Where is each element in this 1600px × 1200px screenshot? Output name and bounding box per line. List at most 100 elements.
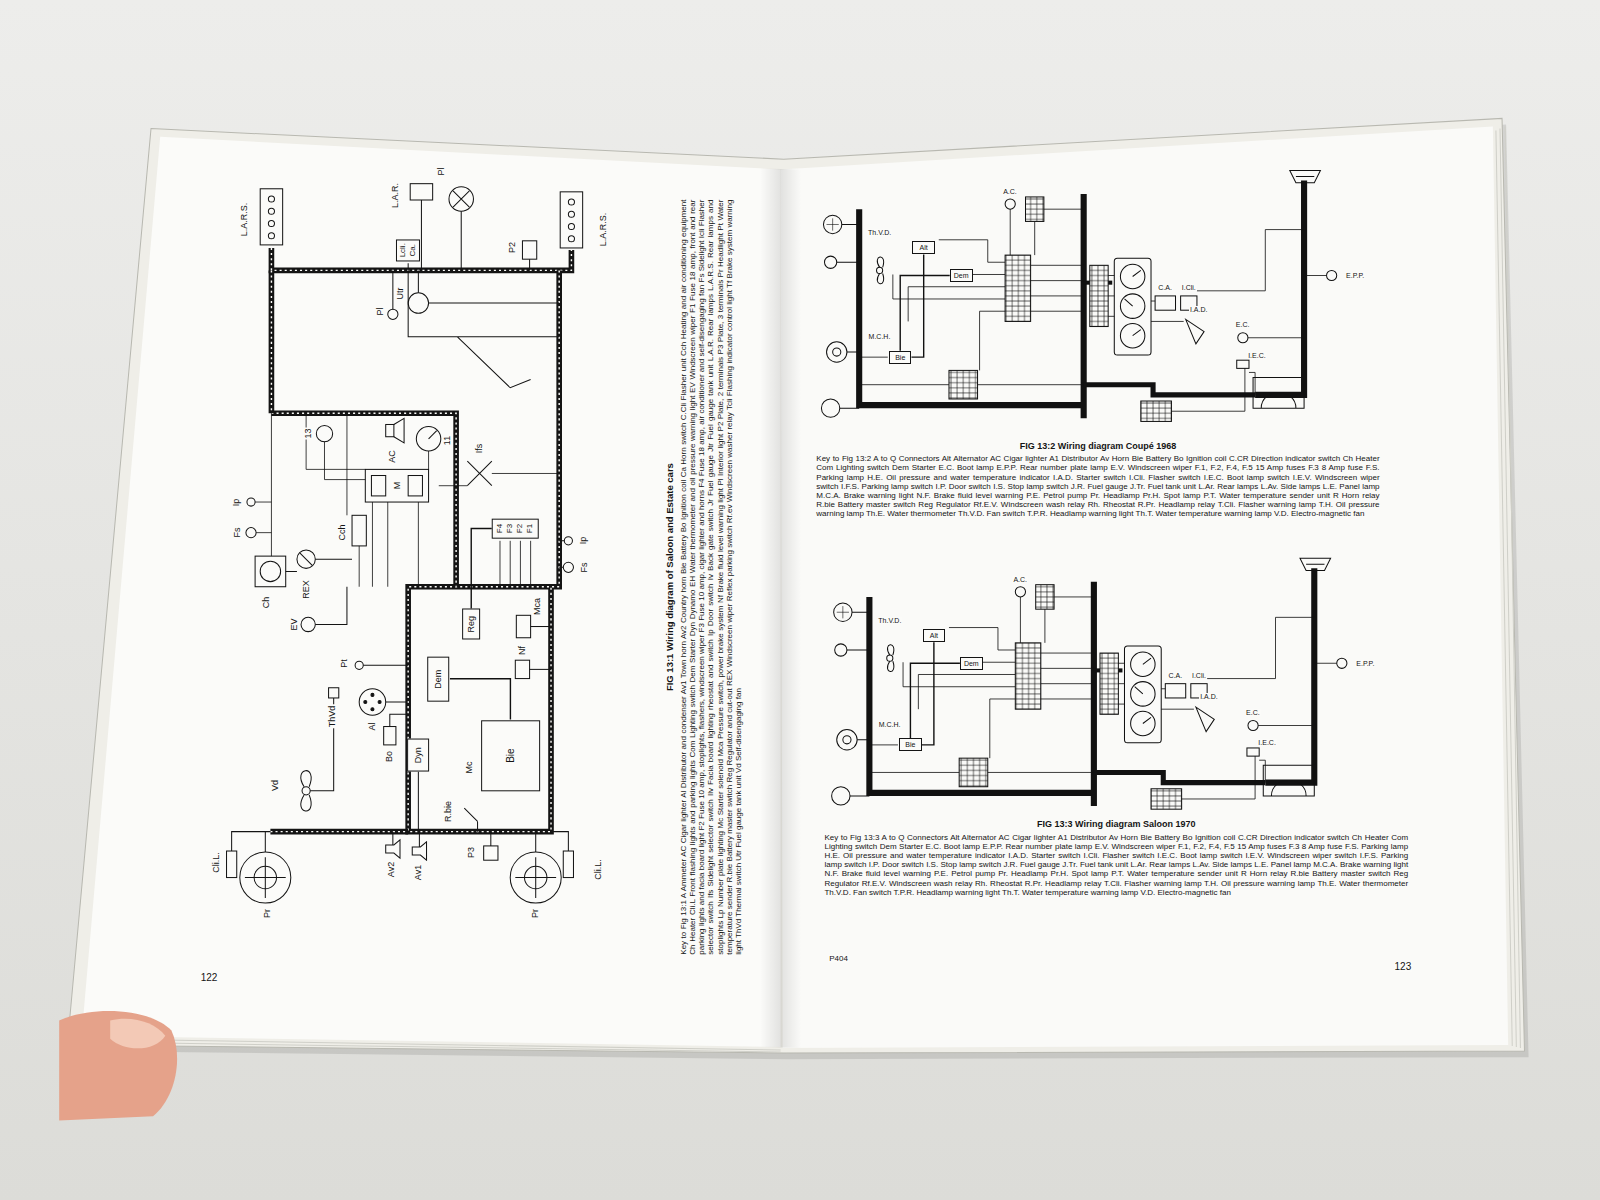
wiring-diagram-13-1	[410, 184, 432, 200]
part-label: Pl	[375, 306, 384, 316]
wiring-diagram-13-1	[516, 615, 530, 637]
part-label: L.A.R.S.	[599, 212, 608, 248]
wiring-diagram-13-1	[301, 617, 315, 631]
figure-key: Key to Fig 13:1 A Ammeter AC Cigar light…	[679, 199, 743, 954]
wiring-diagram-13-1	[416, 427, 440, 451]
wiring-diagram-13-1	[246, 528, 256, 538]
part-label: Mc	[465, 760, 474, 774]
figure-key: Key to Fig 13:2 A to Q Connectors Alt Al…	[816, 454, 1379, 518]
part-label: Cch	[337, 524, 346, 542]
wiring-diagram-13-1	[247, 498, 255, 506]
wiring-diagram-13-1	[269, 270, 275, 413]
part-label: Av1	[414, 864, 423, 881]
part-label: M	[393, 481, 402, 491]
wiring-diagram-13-1	[564, 537, 572, 545]
wiring-diagram-13-1	[355, 661, 363, 669]
part-label: R.bie	[444, 800, 453, 823]
wiring-diagram-13-1	[560, 192, 582, 248]
node-label: Alt	[920, 244, 928, 251]
wiring-diagram-13-1	[227, 851, 237, 878]
dynamo-box: Dyn	[407, 739, 429, 772]
part-label: Al	[368, 722, 377, 732]
wire	[911, 254, 923, 357]
wiring-diagram-13-1	[386, 702, 408, 726]
node-label: Bie	[505, 748, 515, 762]
node-label: Bie	[905, 741, 915, 748]
node-label: Ca.	[409, 244, 417, 256]
part-label: Pl	[436, 166, 445, 176]
caption-block: FIG 13:1 Wiring diagram of Saloon and Es…	[665, 199, 743, 954]
wiring-diagram-13-1	[270, 831, 408, 832]
node-label: F4	[497, 524, 505, 533]
regulator-box: Reg	[462, 609, 480, 640]
wiring-diagram-13-1	[232, 832, 569, 851]
part-label: ThVd	[328, 705, 337, 729]
part-label: 13	[304, 428, 313, 440]
part-label: Bo	[385, 750, 394, 763]
wiring-diagram-13-1	[388, 309, 398, 319]
part-label: M.C.H.	[868, 333, 892, 340]
part-label: REX	[301, 580, 310, 601]
wiring-diagram-13-1	[260, 189, 282, 245]
part-label: 11	[444, 435, 453, 446]
wire	[450, 679, 510, 720]
wiring-diagram-13-1	[484, 846, 498, 860]
wiring-diagram-13-1	[563, 851, 573, 878]
wiring-diagram-13-1	[394, 418, 404, 442]
part-label: Cli.L.	[212, 851, 221, 874]
part-label: AC	[388, 449, 397, 464]
wiring-diagram-13-1	[271, 270, 272, 413]
wiring-diagram-13-1	[371, 476, 385, 496]
wiring-diagram-13-1	[268, 196, 274, 202]
wiring-diagram-13-1	[568, 211, 574, 217]
wire	[900, 276, 950, 351]
wiring-diagram-13-1	[306, 413, 559, 586]
wiring-diagram-13-1	[522, 241, 536, 259]
part-label: I.E.C.	[1257, 739, 1277, 746]
part-label: I.Cli.	[1191, 672, 1207, 679]
part-label: Utr	[396, 287, 405, 301]
part-label: E.P.P.	[1355, 660, 1375, 667]
wiring-diagram-13-1	[302, 787, 310, 795]
wiring-diagram-13-1	[510, 852, 561, 903]
node-label: Dem	[434, 669, 443, 688]
fuse-box: F4F3F2F1	[492, 518, 539, 538]
caption-block: FIG 13:2 Wiring diagram Coupé 1968Key to…	[816, 441, 1379, 519]
finger	[110, 1019, 165, 1049]
wiring-diagram-13-1	[268, 220, 274, 226]
part-label: I.A.D.	[1189, 306, 1209, 313]
part-label: Nf	[518, 645, 527, 656]
wiring-diagram-13-1	[268, 208, 274, 214]
battery-box: Bie	[889, 351, 911, 364]
wiring-diagram-13-1	[227, 184, 583, 903]
wiring-diagram-13-1	[568, 236, 574, 242]
alternator-box: Alt	[923, 629, 945, 642]
part-label: Ip	[232, 497, 241, 507]
book	[78, 127, 1521, 1053]
part-label: Vd	[271, 779, 280, 792]
part-label: Mca	[533, 597, 542, 616]
wiring-diagram-13-1	[364, 701, 367, 704]
wiring-diagram-13-1	[359, 689, 386, 716]
wiring-diagram-13-1	[271, 413, 456, 586]
wire	[471, 529, 492, 610]
wiring-diagram-13-1	[392, 270, 393, 309]
wiring-diagram-13-1	[245, 857, 286, 898]
part-label: I.E.C.	[1247, 352, 1267, 359]
node-label: Dyn	[414, 747, 423, 763]
part-label: C.A.	[1168, 672, 1184, 679]
part-label: I.A.D.	[1199, 693, 1219, 700]
wiring-diagram-13-1	[365, 469, 428, 502]
wiring-diagram-13-1	[255, 556, 286, 587]
wiring-diagram-13-1	[559, 541, 564, 568]
wiring-diagram-13-1	[515, 857, 556, 898]
part-label: M.C.H.	[878, 721, 902, 728]
part-label: P3	[467, 846, 476, 859]
part-label: Ifs	[475, 443, 484, 455]
wire	[910, 663, 960, 738]
page-number: 122	[200, 973, 219, 983]
part-label: EV	[289, 617, 298, 631]
book	[760, 168, 801, 1048]
wiring-diagram-13-1	[260, 561, 280, 581]
wiring-diagram-13-1	[371, 708, 374, 711]
